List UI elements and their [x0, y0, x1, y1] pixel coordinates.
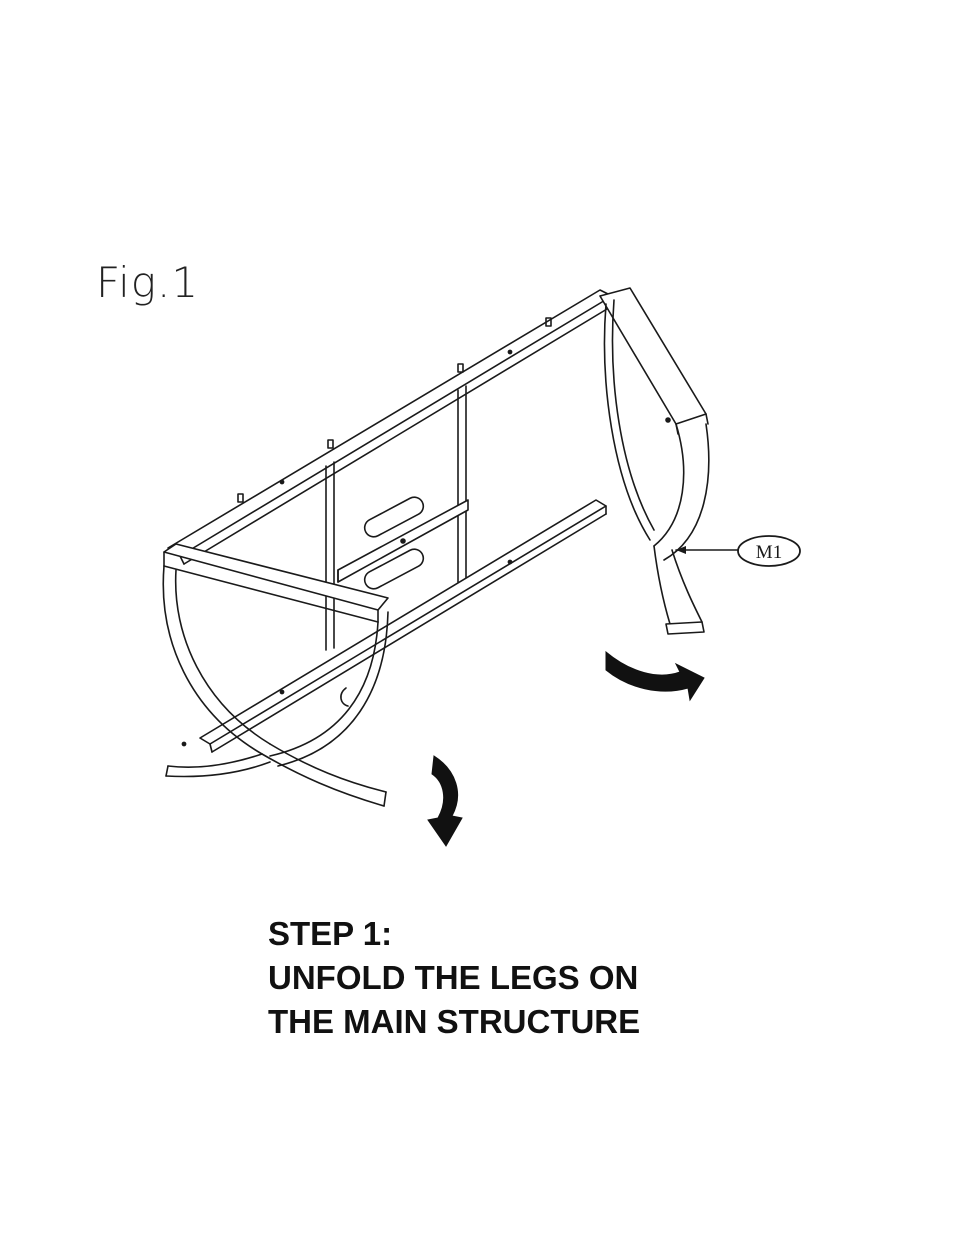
instruction-line-1: UNFOLD THE LEGS ON	[268, 956, 640, 1000]
back-top-rail	[168, 290, 612, 564]
curved-arrow-down-icon	[428, 756, 462, 846]
step-title: STEP 1:	[268, 912, 640, 956]
instruction-block: STEP 1: UNFOLD THE LEGS ON THE MAIN STRU…	[268, 912, 640, 1044]
curved-arrow-right-icon	[606, 652, 704, 700]
m1-callout-label: M1	[756, 542, 782, 563]
right-leg-m1	[600, 288, 709, 634]
instruction-line-2: THE MAIN STRUCTURE	[268, 1000, 640, 1044]
center-bracket	[338, 494, 468, 592]
left-leg	[163, 544, 388, 806]
